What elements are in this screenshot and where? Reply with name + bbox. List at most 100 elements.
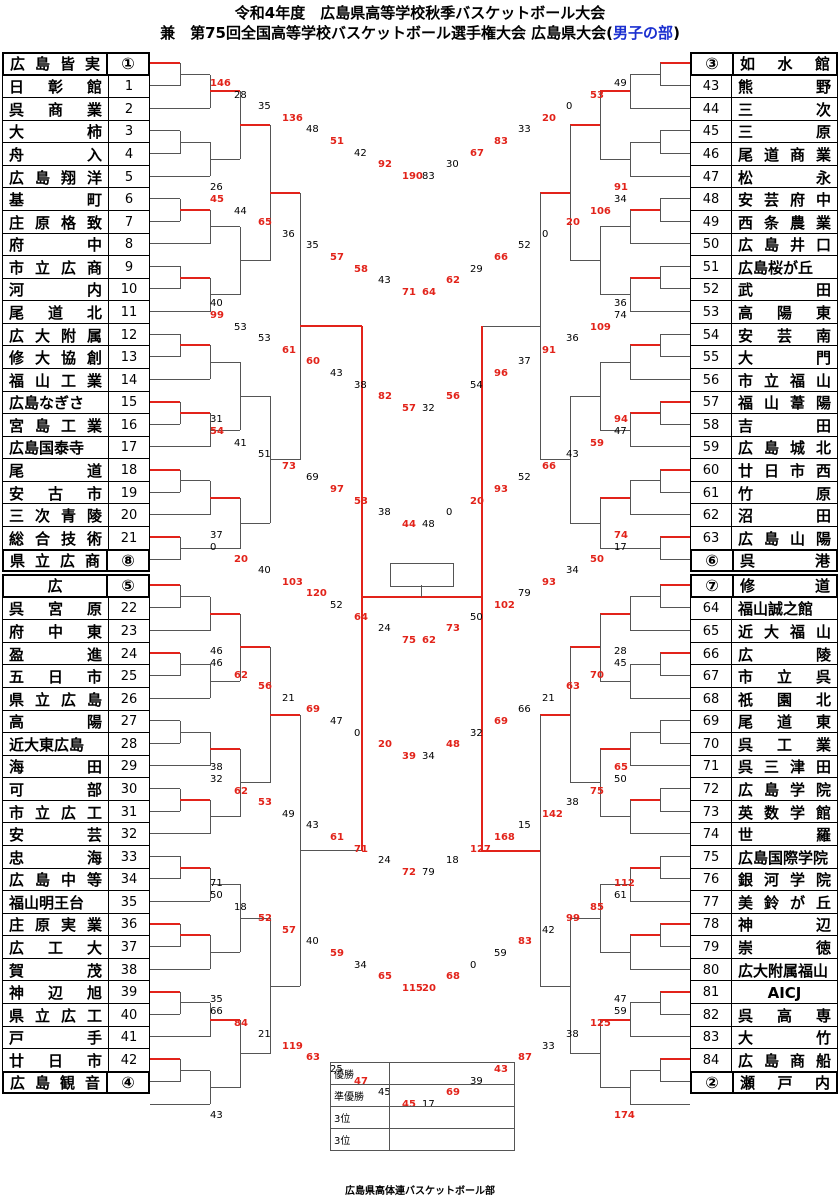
game-score: 0 <box>542 228 549 240</box>
bracket-line <box>629 209 631 244</box>
team-number: 30 <box>108 778 149 801</box>
bracket-line <box>210 680 240 682</box>
game-score: 47 <box>614 994 627 1006</box>
team-number: 7 <box>108 210 149 234</box>
game-score: 28 <box>614 646 627 658</box>
bracket-line <box>659 63 661 86</box>
game-score: 96 <box>494 368 508 379</box>
bracket-line <box>150 697 210 699</box>
team-name: 近大福山 <box>738 623 831 642</box>
bracket-line <box>660 1058 690 1061</box>
team-name: 修大協創 <box>9 349 102 368</box>
game-score: 18 <box>234 901 247 913</box>
team-name: 如水館 <box>740 55 830 74</box>
bracket-line <box>150 446 210 448</box>
right-team-row: ③ 如水館 <box>690 52 838 76</box>
team-name: 広島国際学院 <box>738 848 829 867</box>
team-name: 尾道商業 <box>738 146 831 165</box>
bracket-line <box>180 798 210 801</box>
bracket-line <box>630 74 660 76</box>
bracket-line <box>630 141 660 143</box>
team-number: ③ <box>692 54 734 74</box>
game-score: 85 <box>590 901 604 913</box>
bracket-line <box>629 413 631 447</box>
team-number: ④ <box>106 1072 148 1093</box>
bracket-line <box>660 1081 690 1083</box>
team-number: 3 <box>108 120 149 144</box>
game-score: 31 <box>210 414 223 426</box>
bracket-line <box>210 951 240 953</box>
bracket-line <box>569 125 571 261</box>
game-score: 50 <box>210 890 223 901</box>
bracket-line <box>150 922 180 925</box>
team-name: 盈進 <box>9 645 102 664</box>
game-score: 66 <box>210 1006 223 1017</box>
team-name: 広陵 <box>738 645 831 664</box>
bracket-line <box>150 584 180 587</box>
team-number: 22 <box>108 597 149 621</box>
bracket-line <box>180 548 240 550</box>
team-number: 28 <box>108 733 149 756</box>
bracket-line <box>630 378 690 380</box>
team-name: 瀬戸内 <box>740 1073 830 1092</box>
team-name: 竹原 <box>738 484 831 503</box>
team-name: 五日市 <box>9 668 102 687</box>
bracket-line <box>300 325 362 328</box>
bracket-line <box>660 855 690 857</box>
bracket-line <box>240 782 270 784</box>
bracket-line <box>630 276 660 279</box>
game-score: 57 <box>330 252 344 263</box>
bracket-line <box>600 294 630 296</box>
game-score: 41 <box>234 437 247 449</box>
game-score: 66 <box>542 460 556 472</box>
bracket-line <box>150 765 210 767</box>
result-label: 優勝 <box>330 1062 390 1085</box>
bracket-line <box>659 991 661 1015</box>
game-score: 93 <box>542 576 556 588</box>
game-score: 24 <box>378 855 391 867</box>
game-score: 44 <box>402 518 416 530</box>
bracket-line <box>150 265 180 267</box>
team-name: 総合技術 <box>9 529 102 548</box>
bracket-line <box>210 1087 240 1089</box>
game-score: 91 <box>542 344 556 356</box>
game-score: 34 <box>354 959 367 971</box>
bracket-line <box>150 788 180 790</box>
bracket-line <box>150 311 210 313</box>
bracket-line <box>180 866 210 869</box>
team-name: 戸手 <box>9 1029 102 1048</box>
team-name: 熊野 <box>738 78 831 97</box>
title-close: ) <box>673 24 680 42</box>
bracket-line <box>210 361 240 363</box>
bracket-line <box>659 334 661 357</box>
game-score: 65 <box>378 971 392 983</box>
team-number: 44 <box>691 98 732 121</box>
bracket-line <box>660 607 690 609</box>
team-name: 市立広商 <box>9 258 102 277</box>
game-score: 64 <box>354 611 368 623</box>
game-score: 120 <box>306 588 327 600</box>
game-score: 53 <box>258 333 271 345</box>
bracket-line <box>660 720 690 722</box>
team-number: 47 <box>691 165 732 189</box>
team-number: 17 <box>108 436 149 460</box>
team-number: 58 <box>691 414 732 437</box>
game-score: 75 <box>402 634 416 646</box>
team-name: 三原 <box>738 123 831 142</box>
game-score: 33 <box>542 1040 555 1052</box>
game-score: 51 <box>258 449 271 461</box>
